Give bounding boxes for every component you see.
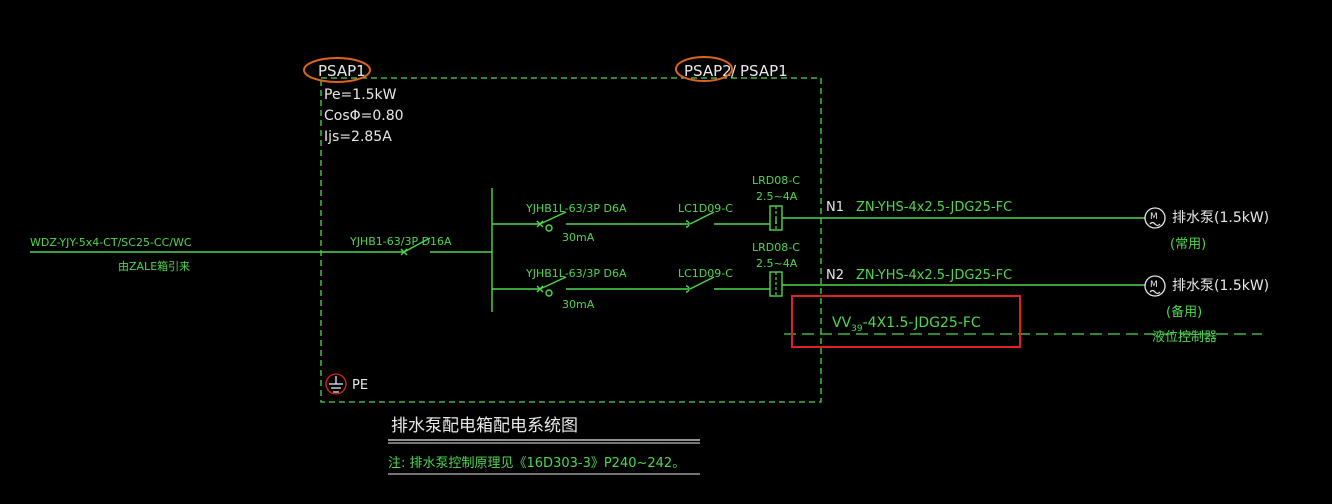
pe-label: PE (352, 378, 368, 393)
circuit1-note: (常用) (1170, 237, 1206, 252)
circuit2-breaker-label: YJHB1L-63/3P D6A (525, 267, 627, 280)
circuit1-motor-icon: M (1144, 207, 1166, 229)
control-cable-sub: 39 (851, 324, 863, 334)
circuit2-relay-range: 2.5~4A (756, 257, 798, 270)
main-breaker-symbol (400, 237, 431, 256)
panel-ijs: Ijs=2.85A (324, 129, 392, 145)
panel-id-right-b: PSAP1 (740, 62, 788, 80)
control-cable-label: VV39-4X1.5-JDG25-FC (832, 315, 981, 334)
footnote: 注: 排水泵控制原理见《16D303-3》P240~242。 (388, 456, 685, 471)
incoming-source-label: 由ZALE箱引来 (118, 259, 190, 273)
circuit1-cable-label: ZN-YHS-4x2.5-JDG25-FC (856, 200, 1012, 215)
circuit1-leakage-label: 30mA (562, 231, 595, 244)
circuit2-contactor-label: LC1D09-C (678, 267, 733, 280)
panel-id-left: PSAP1 (318, 62, 366, 80)
panel-id-right-sep: / (731, 62, 737, 80)
circuit2-relay-label: LRD08-C (752, 241, 800, 254)
circuit1-relay-label: LRD08-C (752, 174, 800, 187)
circuit2-load-label: 排水泵(1.5kW) (1172, 278, 1269, 294)
circuit2-motor-icon: M (1144, 275, 1166, 297)
panel-pe: Pe=1.5kW (324, 87, 397, 103)
circuit2-cable-label: ZN-YHS-4x2.5-JDG25-FC (856, 268, 1012, 283)
circuit2-note: (备用) (1166, 304, 1202, 320)
circuit2-contactor-symbol (685, 276, 715, 293)
circuit2-line-label: N2 (826, 268, 844, 283)
highlight-circle-left (303, 57, 371, 83)
highlight-box-control-cable (791, 295, 1021, 348)
circuit1-line-label: N1 (826, 200, 844, 215)
level-controller-label: 液位控制器 (1152, 330, 1217, 345)
incoming-cable-label: WDZ-YJY-5x4-CT/SC25-CC/WC (30, 236, 192, 249)
circuit1-contactor-label: LC1D09-C (678, 202, 733, 215)
ground-icon (325, 373, 347, 395)
circuit2-breaker-symbol (536, 276, 567, 297)
panel-cos: CosΦ=0.80 (324, 108, 404, 124)
circuit1-contactor-symbol (685, 211, 715, 228)
circuit1-breaker-label: YJHB1L-63/3P D6A (525, 202, 627, 215)
panel-box (320, 77, 822, 403)
circuit2-leakage-label: 30mA (562, 298, 595, 311)
main-breaker-label: YJHB1-63/3P D16A (349, 235, 452, 248)
panel-id-right-a: PSAP2 (684, 62, 732, 80)
svg-text:M: M (1150, 212, 1158, 222)
diagram-title: 排水泵配电箱配电系统图 (391, 416, 578, 436)
circuit1-relay-range: 2.5~4A (756, 190, 798, 203)
circuit1-breaker-symbol (536, 211, 567, 232)
control-cable-rest: -4X1.5-JDG25-FC (863, 315, 981, 331)
svg-text:M: M (1150, 280, 1158, 290)
control-cable-prefix: VV (832, 315, 852, 331)
circuit1-load-label: 排水泵(1.5kW) (1172, 210, 1269, 226)
highlight-circle-right (675, 56, 733, 82)
